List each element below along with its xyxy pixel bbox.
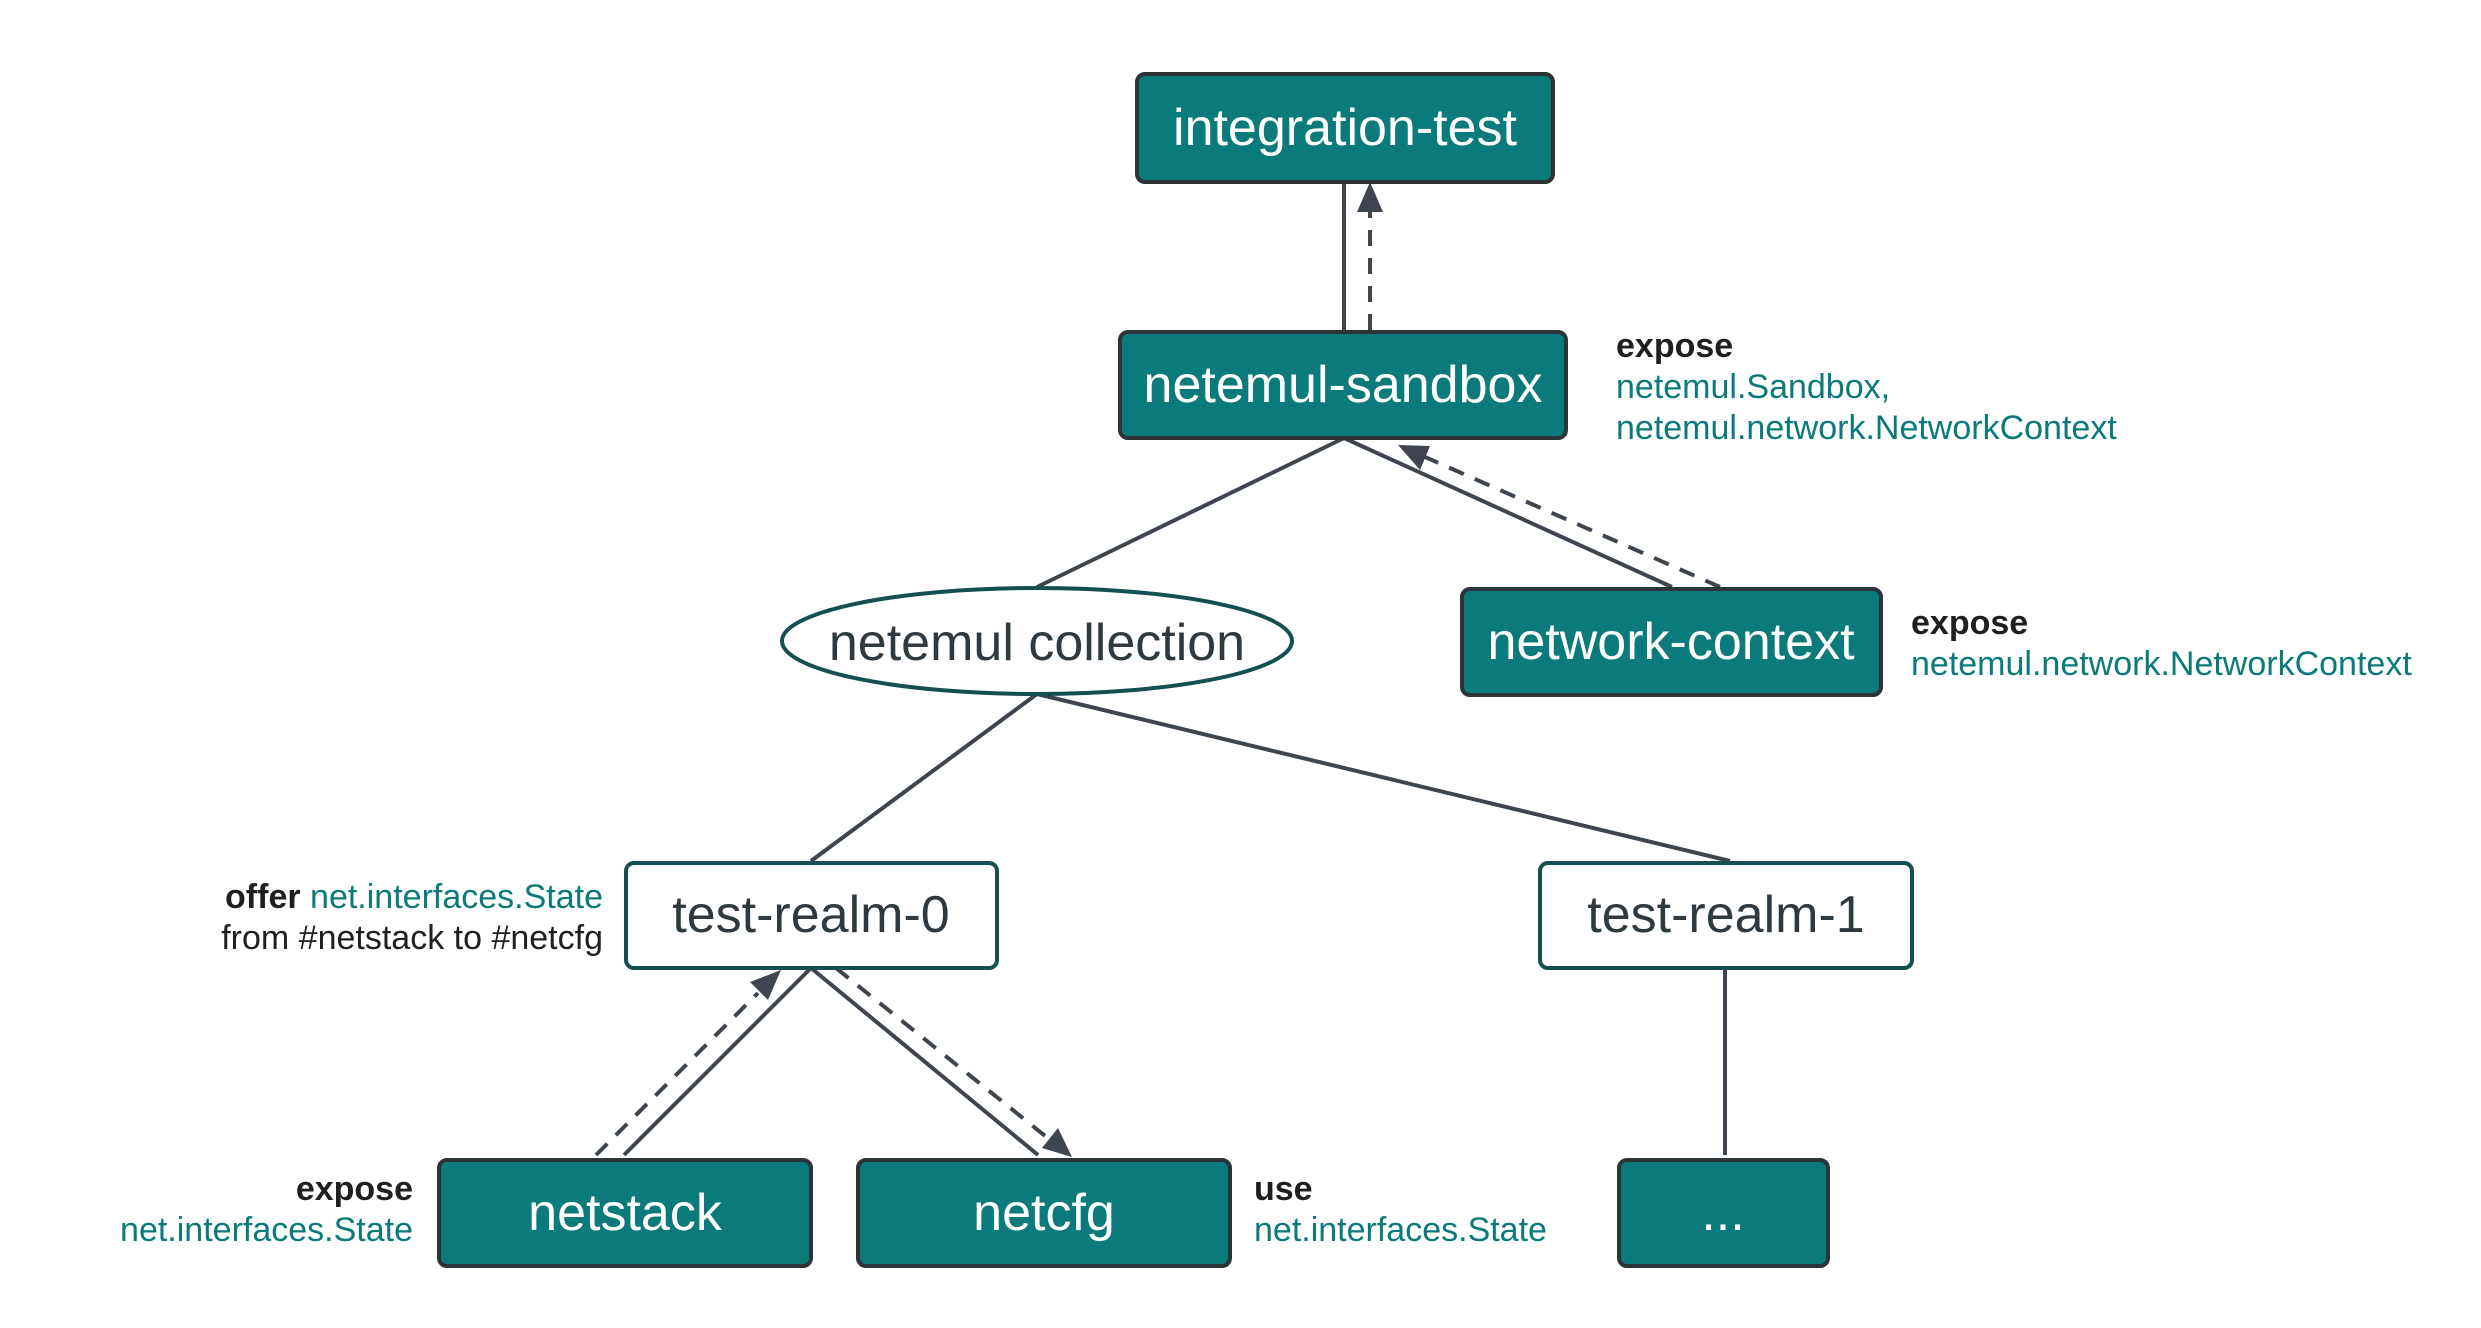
- node-label: integration-test: [1173, 99, 1518, 157]
- node-test-realm-0[interactable]: test-realm-0: [624, 861, 999, 970]
- node-label: test-realm-0: [672, 886, 949, 944]
- edge-realm-0-to-netstack: [622, 966, 813, 1157]
- node-netcfg[interactable]: netcfg: [856, 1158, 1232, 1268]
- edge-sandbox-to-network-context: [1343, 436, 1673, 589]
- annotation-keyword: offer: [225, 878, 301, 916]
- node-label: netemul-sandbox: [1144, 356, 1543, 414]
- node-box: [1118, 330, 1568, 440]
- annotation-capability: net.interfaces.State: [310, 878, 603, 916]
- route-realm-0-to-netcfg: [834, 966, 1051, 1141]
- node-label: netcfg: [973, 1184, 1115, 1242]
- node-box: [1617, 1158, 1830, 1268]
- node-netstack[interactable]: netstack: [437, 1158, 813, 1268]
- annotation-offer-line: offer net.interfaces.State: [225, 878, 603, 916]
- route-network-context-to-sandbox: [1424, 455, 1721, 589]
- edge-collection-to-realm-0: [809, 692, 1039, 863]
- annotation-netstack-expose: expose net.interfaces.State: [120, 1170, 413, 1249]
- capability-routes: [594, 182, 1721, 1157]
- edge-sandbox-to-collection: [1036, 436, 1345, 589]
- annotation-route: from #netstack to #netcfg: [221, 919, 603, 957]
- node-network-context[interactable]: network-context: [1460, 587, 1883, 697]
- node-netemul-sandbox[interactable]: netemul-sandbox: [1118, 330, 1568, 440]
- node-integration-test[interactable]: integration-test: [1135, 72, 1555, 184]
- node-label: ...: [1701, 1184, 1744, 1242]
- annotation-capability: netemul.network.NetworkContext: [1616, 409, 2117, 447]
- node-box: [1538, 861, 1914, 970]
- annotation-realm-offer: offer net.interfaces.State from #netstac…: [221, 878, 603, 957]
- node-box: [856, 1158, 1232, 1268]
- annotation-capability: net.interfaces.State: [1254, 1211, 1547, 1249]
- node-box: [1460, 587, 1883, 697]
- node-netemul-collection[interactable]: netemul collection: [780, 586, 1294, 696]
- annotation-capability: netemul.network.NetworkContext: [1911, 645, 2412, 683]
- node-label: netemul collection: [829, 614, 1245, 672]
- node-test-realm-1[interactable]: test-realm-1: [1538, 861, 1914, 970]
- route-arrowhead: [1398, 445, 1430, 470]
- annotation-keyword: use: [1254, 1170, 1313, 1208]
- route-arrowhead: [1042, 1128, 1072, 1157]
- route-netstack-to-realm-0: [594, 991, 760, 1157]
- annotation-sandbox-expose: expose netemul.Sandbox, netemul.network.…: [1616, 327, 2117, 447]
- route-arrowhead: [750, 970, 781, 1000]
- node-label: network-context: [1487, 613, 1855, 671]
- node-label: test-realm-1: [1587, 886, 1864, 944]
- node-box: [624, 861, 999, 970]
- annotation-netcfg-use: use net.interfaces.State: [1254, 1170, 1547, 1249]
- annotation-space: [301, 878, 310, 916]
- node-box: [1135, 72, 1555, 184]
- annotation-keyword: expose: [1616, 327, 1733, 365]
- tree-edges: [622, 182, 1731, 1157]
- annotation-network-context-expose: expose netemul.network.NetworkContext: [1911, 604, 2412, 683]
- edge-realm-0-to-netcfg: [809, 966, 1040, 1157]
- annotation-keyword: expose: [1911, 604, 2028, 642]
- node-ellipsis[interactable]: ...: [1617, 1158, 1830, 1268]
- annotation-keyword: expose: [296, 1170, 413, 1208]
- annotation-capability: netemul.Sandbox,: [1616, 368, 1890, 406]
- node-ellipse: [780, 586, 1294, 696]
- annotation-capability: net.interfaces.State: [120, 1211, 413, 1249]
- node-box: [437, 1158, 813, 1268]
- node-label: netstack: [528, 1184, 723, 1242]
- edge-collection-to-realm-1: [1036, 692, 1731, 863]
- route-arrowhead: [1357, 182, 1383, 212]
